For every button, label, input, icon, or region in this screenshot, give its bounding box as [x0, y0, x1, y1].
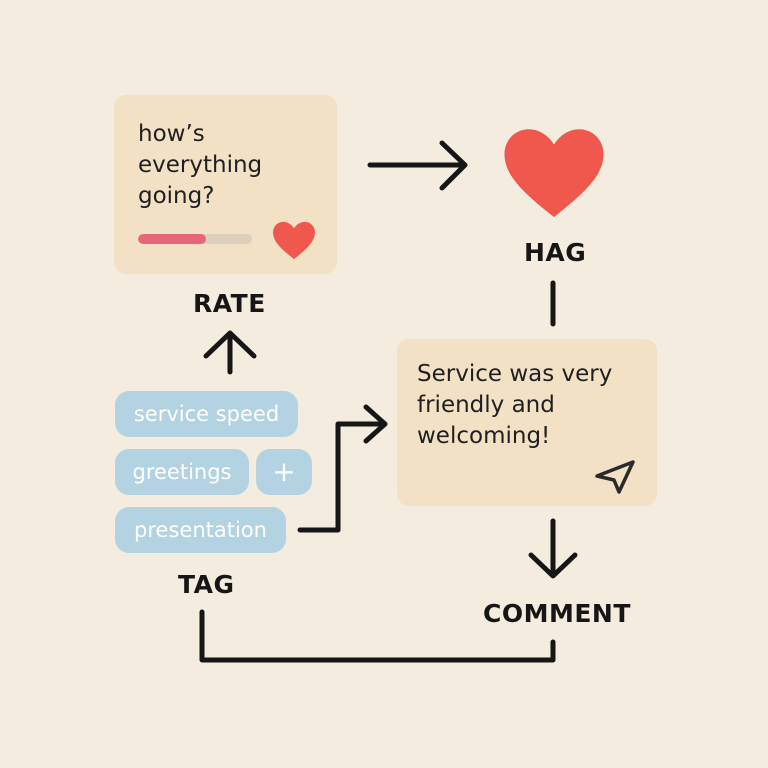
- loop-comment-to-tag: [199, 609, 556, 663]
- send-icon[interactable]: [593, 458, 639, 496]
- rate-question: how’s everything going?: [138, 121, 263, 209]
- label-hag: HAG: [524, 238, 587, 267]
- comment-card[interactable]: Service was very friendly and welcoming!: [397, 339, 657, 506]
- arrow-tag-to-rate: [203, 330, 257, 375]
- tag-chip-service-speed[interactable]: service speed: [115, 391, 298, 437]
- rating-bar-fill: [138, 234, 207, 244]
- label-tag: TAG: [178, 570, 235, 599]
- label-rate: RATE: [193, 289, 266, 318]
- comment-text: Service was very friendly and welcoming!: [417, 361, 613, 449]
- arrow-rate-to-hag: [367, 140, 468, 191]
- arrow-comment-down: [528, 518, 578, 579]
- arrow-tag-to-comment: [297, 404, 388, 533]
- add-tag-button[interactable]: +: [256, 449, 312, 495]
- tag-chip-presentation[interactable]: presentation: [115, 507, 286, 553]
- rate-card: how’s everything going?: [114, 95, 337, 274]
- tag-chip-greetings[interactable]: greetings: [115, 449, 249, 495]
- label-comment: COMMENT: [483, 599, 631, 628]
- heart-icon: [504, 129, 604, 217]
- rating-bar[interactable]: [138, 234, 252, 244]
- heart-icon[interactable]: [271, 220, 317, 260]
